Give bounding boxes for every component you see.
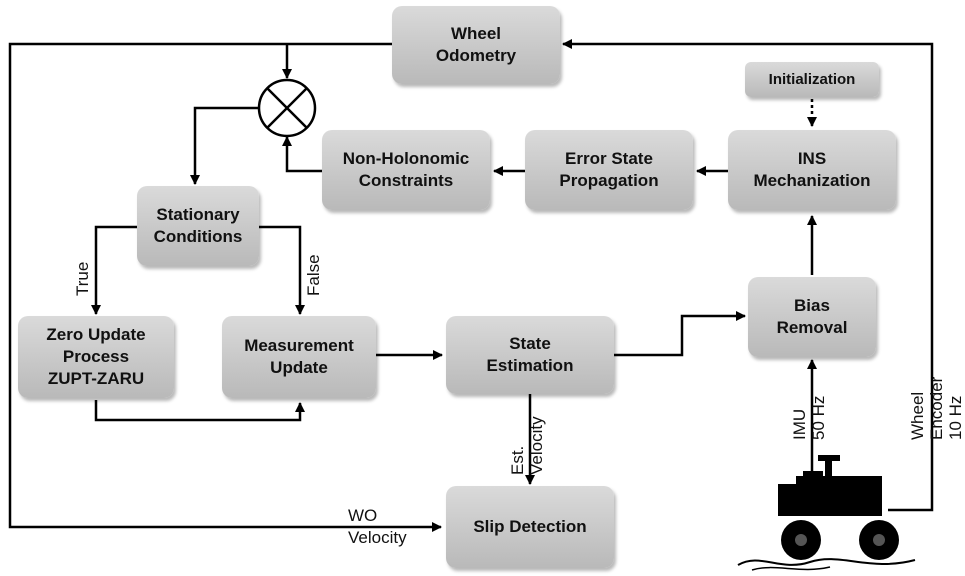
zupt-to-measurement-arrow: [94, 400, 305, 422]
zupt-block: Zero Update Process ZUPT-ZARU: [18, 316, 174, 398]
imu-label: IMU 50 Hz: [790, 395, 828, 440]
state-to-bias-arrow: [614, 311, 746, 357]
est-velocity-label: Est. Velocity: [508, 416, 546, 475]
true-label: True: [73, 261, 92, 296]
encoder-to-odometry-arrow: [562, 39, 934, 512]
non-holonomic-block: Non-Holonomic Constraints: [322, 130, 490, 210]
false-label: False: [304, 254, 323, 296]
nhc-to-combiner-arrow: [282, 136, 322, 173]
measurement-update-block: Measurement Update: [222, 316, 376, 398]
true-branch-arrow: [91, 225, 137, 315]
wheel-encoder-label: Wheel Encoder 10 Hz: [908, 376, 965, 440]
wheel-odometry-block: Wheel Odometry: [392, 6, 560, 84]
slip-detection-block: Slip Detection: [446, 486, 614, 568]
combiner-to-stationary-arrow: [190, 106, 259, 185]
initialization-block: Initialization: [745, 62, 879, 97]
state-estimation-block: State Estimation: [446, 316, 614, 394]
stationary-conditions-block: Stationary Conditions: [137, 186, 259, 266]
false-branch-arrow: [253, 225, 305, 315]
bias-removal-block: Bias Removal: [748, 277, 876, 357]
error-state-block: Error State Propagation: [525, 130, 693, 210]
circle-cross-icon: [257, 78, 317, 138]
odometry-to-slip-arrow: [8, 42, 442, 532]
wheeled-robot-icon: [737, 455, 916, 571]
wo-velocity-label: WO Velocity: [348, 506, 407, 547]
ins-mechanization-block: INS Mechanization: [728, 130, 896, 210]
